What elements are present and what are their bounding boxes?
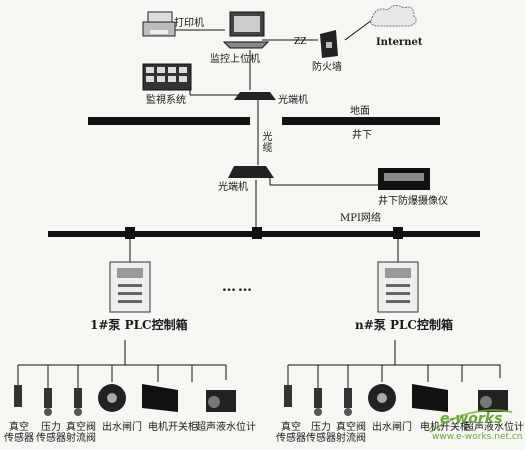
device-label: 电机开关柜 [148, 422, 198, 433]
computer-icon [222, 11, 270, 49]
camera-icon [378, 168, 430, 190]
optical-mid-label: 光端机 [218, 182, 248, 193]
level-meter-icon-left [206, 390, 236, 412]
vacuum-sensor-icon-left [14, 385, 22, 407]
watermark-logo-icon [429, 409, 513, 433]
plc-box-n-label: n#泵 PLC控制箱 [355, 318, 453, 332]
plc-box-1-label: 1#泵 PLC控制箱 [90, 318, 188, 332]
device-label: 压力 传感器 [36, 422, 66, 444]
pressure-sensor-icon-right [314, 388, 322, 416]
network-label: MPI网络 [340, 213, 381, 224]
upper-pc-label: 监控上位机 [210, 54, 260, 65]
ground-divider-right [282, 117, 440, 125]
valve-icon-left [74, 388, 82, 416]
internet-label: Internet [376, 37, 423, 48]
ground-divider-left [88, 117, 250, 125]
plc-box-n-icon [377, 261, 419, 313]
device-label: 真空 传感器 [276, 422, 306, 444]
ellipsis: …… [222, 279, 254, 295]
monitor-system-label: 監視系统 [146, 95, 186, 106]
gate-icon-left [98, 384, 126, 412]
optical-transceiver-mid-icon [228, 166, 274, 178]
svg-text:ZZ: ZZ [294, 37, 307, 47]
ground-label: 地面 [350, 106, 370, 117]
optical-top-label: 光端机 [278, 95, 308, 106]
device-label: 出水闸门 [372, 422, 412, 433]
vacuum-sensor-icon-right [284, 385, 292, 407]
mpi-network-bus [48, 231, 480, 237]
watermark-url: www.e-works.net.cn [432, 432, 523, 442]
device-label: 真空阀 射流阀 [66, 422, 96, 444]
optical-transceiver-top-icon [234, 92, 276, 100]
gate-icon-right [368, 384, 396, 412]
switch-cabinet-icon-right [412, 384, 448, 412]
device-label: 压力 传感器 [306, 422, 336, 444]
printer-icon [142, 11, 176, 37]
device-label: 超声液水位计 [196, 422, 256, 433]
device-label: 真空 传感器 [4, 422, 34, 444]
device-label: 出水闸门 [102, 422, 142, 433]
device-label: 超声液水位计 [464, 422, 524, 433]
device-label: 电机开关柜 [420, 422, 470, 433]
detector-label: 井下防爆摄像仪 [378, 196, 448, 207]
monitor-system-icon [142, 63, 192, 91]
watermark-brand: e-works [440, 411, 503, 427]
firewall-label: 防火墙 [312, 62, 342, 73]
printer-label: 打印机 [174, 18, 204, 29]
plc-box-1-icon [109, 261, 151, 313]
internet-cloud-icon [370, 4, 417, 27]
pressure-sensor-icon-left [44, 388, 52, 416]
switch-cabinet-icon-left [142, 384, 178, 412]
level-meter-icon-right [478, 390, 508, 412]
valve-icon-right [344, 388, 352, 416]
fiber-label: 光缆 [262, 132, 273, 154]
firewall-icon [320, 30, 338, 58]
underground-label: 井下 [352, 130, 372, 141]
device-label: 真空阀 射流阀 [336, 422, 366, 444]
